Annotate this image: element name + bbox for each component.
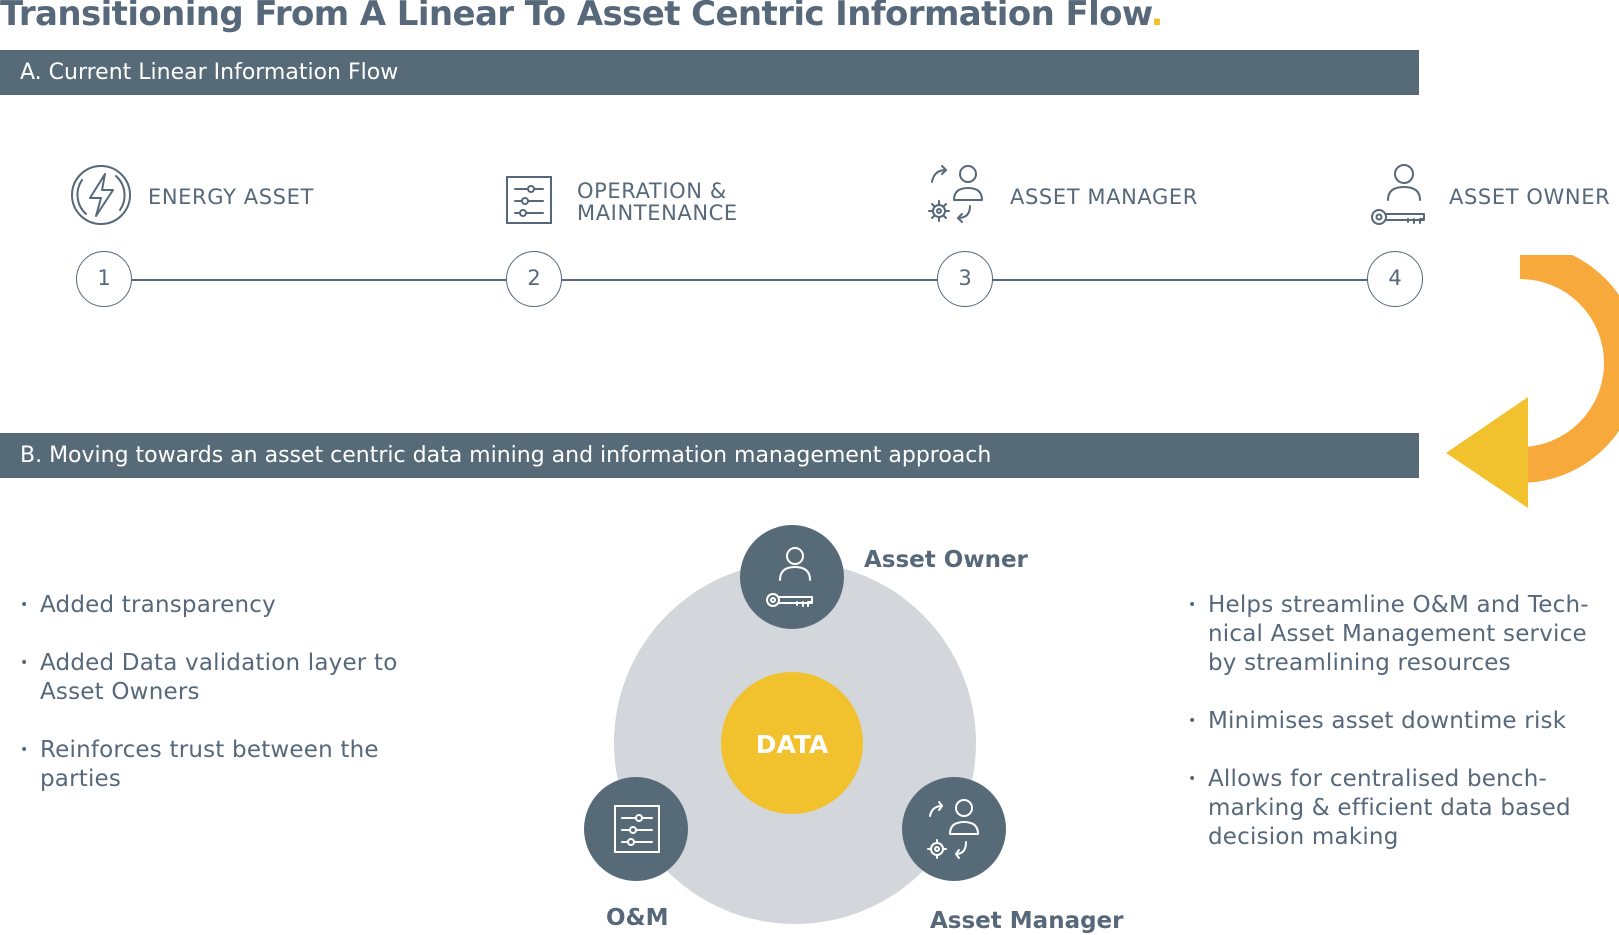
stage-2-label-line2: MAINTENANCE	[577, 201, 738, 225]
manager-gear-icon	[928, 165, 983, 223]
stage-1-label-line: ENERGY ASSET	[148, 185, 314, 209]
step-3-circle: 3	[937, 251, 993, 307]
list-item-text: nical Asset Management service	[1208, 621, 1587, 647]
stage-4-label-line: ASSET OWNER	[1449, 185, 1611, 209]
om-node-icon	[614, 805, 660, 853]
list-item: •Allows for centralised bench-marking & …	[1188, 765, 1608, 852]
list-item-text: by streamlining resources	[1208, 650, 1511, 676]
page-title: Transitioning From A Linear To Asset Cen…	[0, 0, 1163, 34]
owner-node-icon	[766, 547, 813, 607]
page-title-text: Transitioning From A Linear To Asset Cen…	[0, 0, 1151, 34]
list-item: •Minimises asset downtime risk	[1188, 707, 1608, 736]
asset-manager-label: Asset Manager	[930, 908, 1124, 934]
list-item: •Added transparency	[20, 591, 440, 620]
stage-4-label: ASSET OWNER	[1449, 186, 1610, 208]
step-1-circle: 1	[76, 251, 132, 307]
left-benefits-list: •Added transparency •Added Data validati…	[20, 591, 440, 823]
owner-key-icon	[1371, 164, 1425, 225]
list-item: •Helps streamline O&M and Tech-nical Ass…	[1188, 591, 1608, 678]
data-cycle-diagram	[584, 525, 1006, 924]
stage-1-label: ENERGY ASSET	[148, 186, 314, 208]
curved-arrow-icon	[1446, 255, 1619, 508]
timeline-line	[103, 279, 1423, 281]
data-circle	[721, 672, 863, 814]
manager-node-icon	[927, 799, 979, 859]
om-label: O&M	[606, 905, 669, 931]
list-item-text: decision making	[1208, 824, 1399, 850]
list-item-text: Reinforces trust between the	[40, 737, 379, 763]
step-2-circle: 2	[506, 251, 562, 307]
step-4-circle: 4	[1367, 251, 1423, 307]
manager-node	[902, 777, 1006, 881]
list-item-text: Helps streamline O&M and Tech-	[1208, 592, 1589, 618]
data-label: DATA	[755, 730, 829, 759]
checklist-icon	[506, 176, 552, 224]
list-item-text: Added Data validation layer to	[40, 650, 398, 676]
energy-icon	[71, 165, 131, 225]
title-accent-dot: .	[1150, 0, 1164, 34]
stage-3-label: ASSET MANAGER	[1010, 186, 1198, 208]
list-item-text: marking & efficient data based	[1208, 795, 1571, 821]
list-item-text: Allows for centralised bench-	[1208, 766, 1548, 792]
owner-node	[740, 525, 844, 629]
section-b-heading: B. Moving towards an asset centric data …	[0, 433, 1419, 478]
asset-owner-label: Asset Owner	[864, 547, 1028, 573]
list-item-text: Minimises asset downtime risk	[1208, 708, 1567, 734]
stage-2-label: OPERATION & MAINTENANCE	[577, 180, 738, 224]
list-item-text: Added transparency	[40, 592, 276, 618]
list-item-text: parties	[40, 766, 122, 792]
stage-2-label-line1: OPERATION &	[577, 179, 727, 203]
section-a-heading: A. Current Linear Information Flow	[0, 50, 1419, 95]
list-item-text: Asset Owners	[40, 679, 200, 705]
right-benefits-list: •Helps streamline O&M and Tech-nical Ass…	[1188, 591, 1608, 881]
stage-3-label-line: ASSET MANAGER	[1010, 185, 1198, 209]
